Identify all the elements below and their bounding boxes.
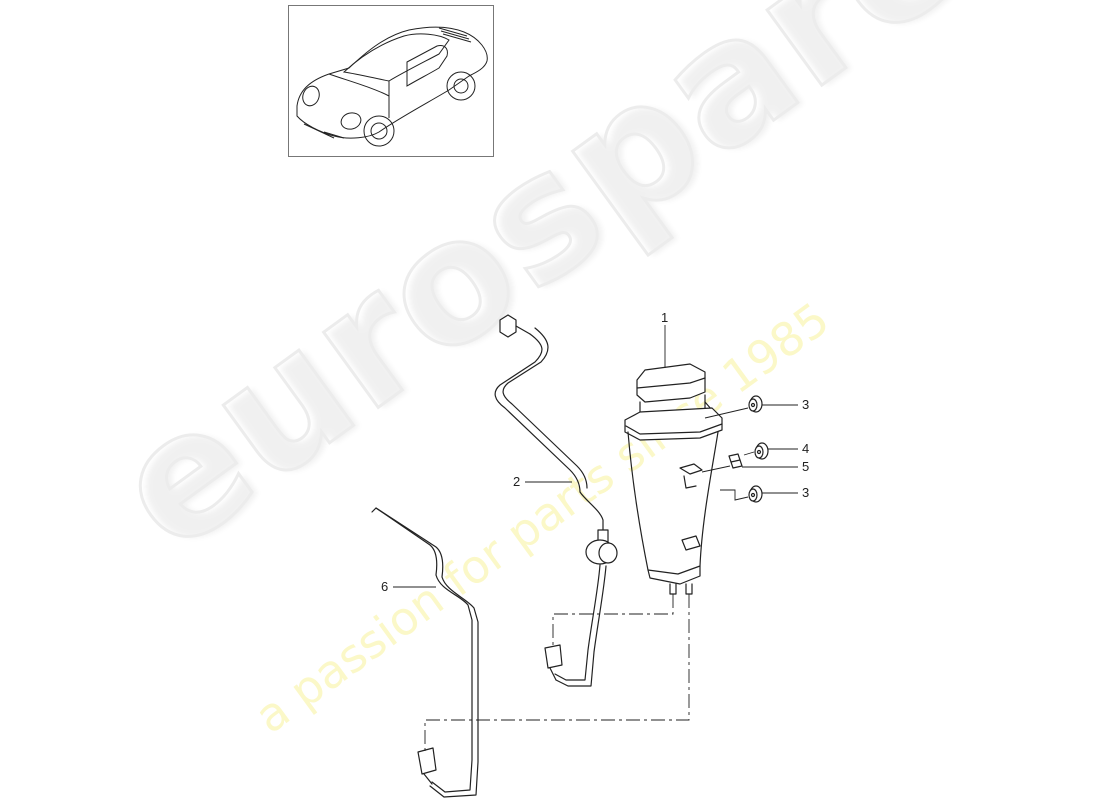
hose-part[interactable] [494, 314, 618, 687]
car-icon [296, 26, 488, 147]
line-part[interactable] [371, 507, 479, 798]
callout-3-lower[interactable]: 3 [802, 485, 810, 500]
callout-3-upper[interactable]: 3 [802, 397, 810, 412]
callout-1[interactable]: 1 [661, 310, 669, 325]
grommet-lower[interactable] [748, 485, 763, 503]
grommet-upper[interactable] [748, 395, 763, 413]
grommet-middle[interactable] [754, 442, 769, 460]
callout-6[interactable]: 6 [381, 579, 389, 594]
callout-5[interactable]: 5 [802, 459, 810, 474]
callout-2[interactable]: 2 [513, 474, 521, 489]
clip-part[interactable] [728, 453, 743, 469]
callout-4[interactable]: 4 [802, 441, 810, 456]
canister-part[interactable] [624, 363, 723, 595]
vehicle-thumbnail[interactable] [288, 5, 494, 157]
